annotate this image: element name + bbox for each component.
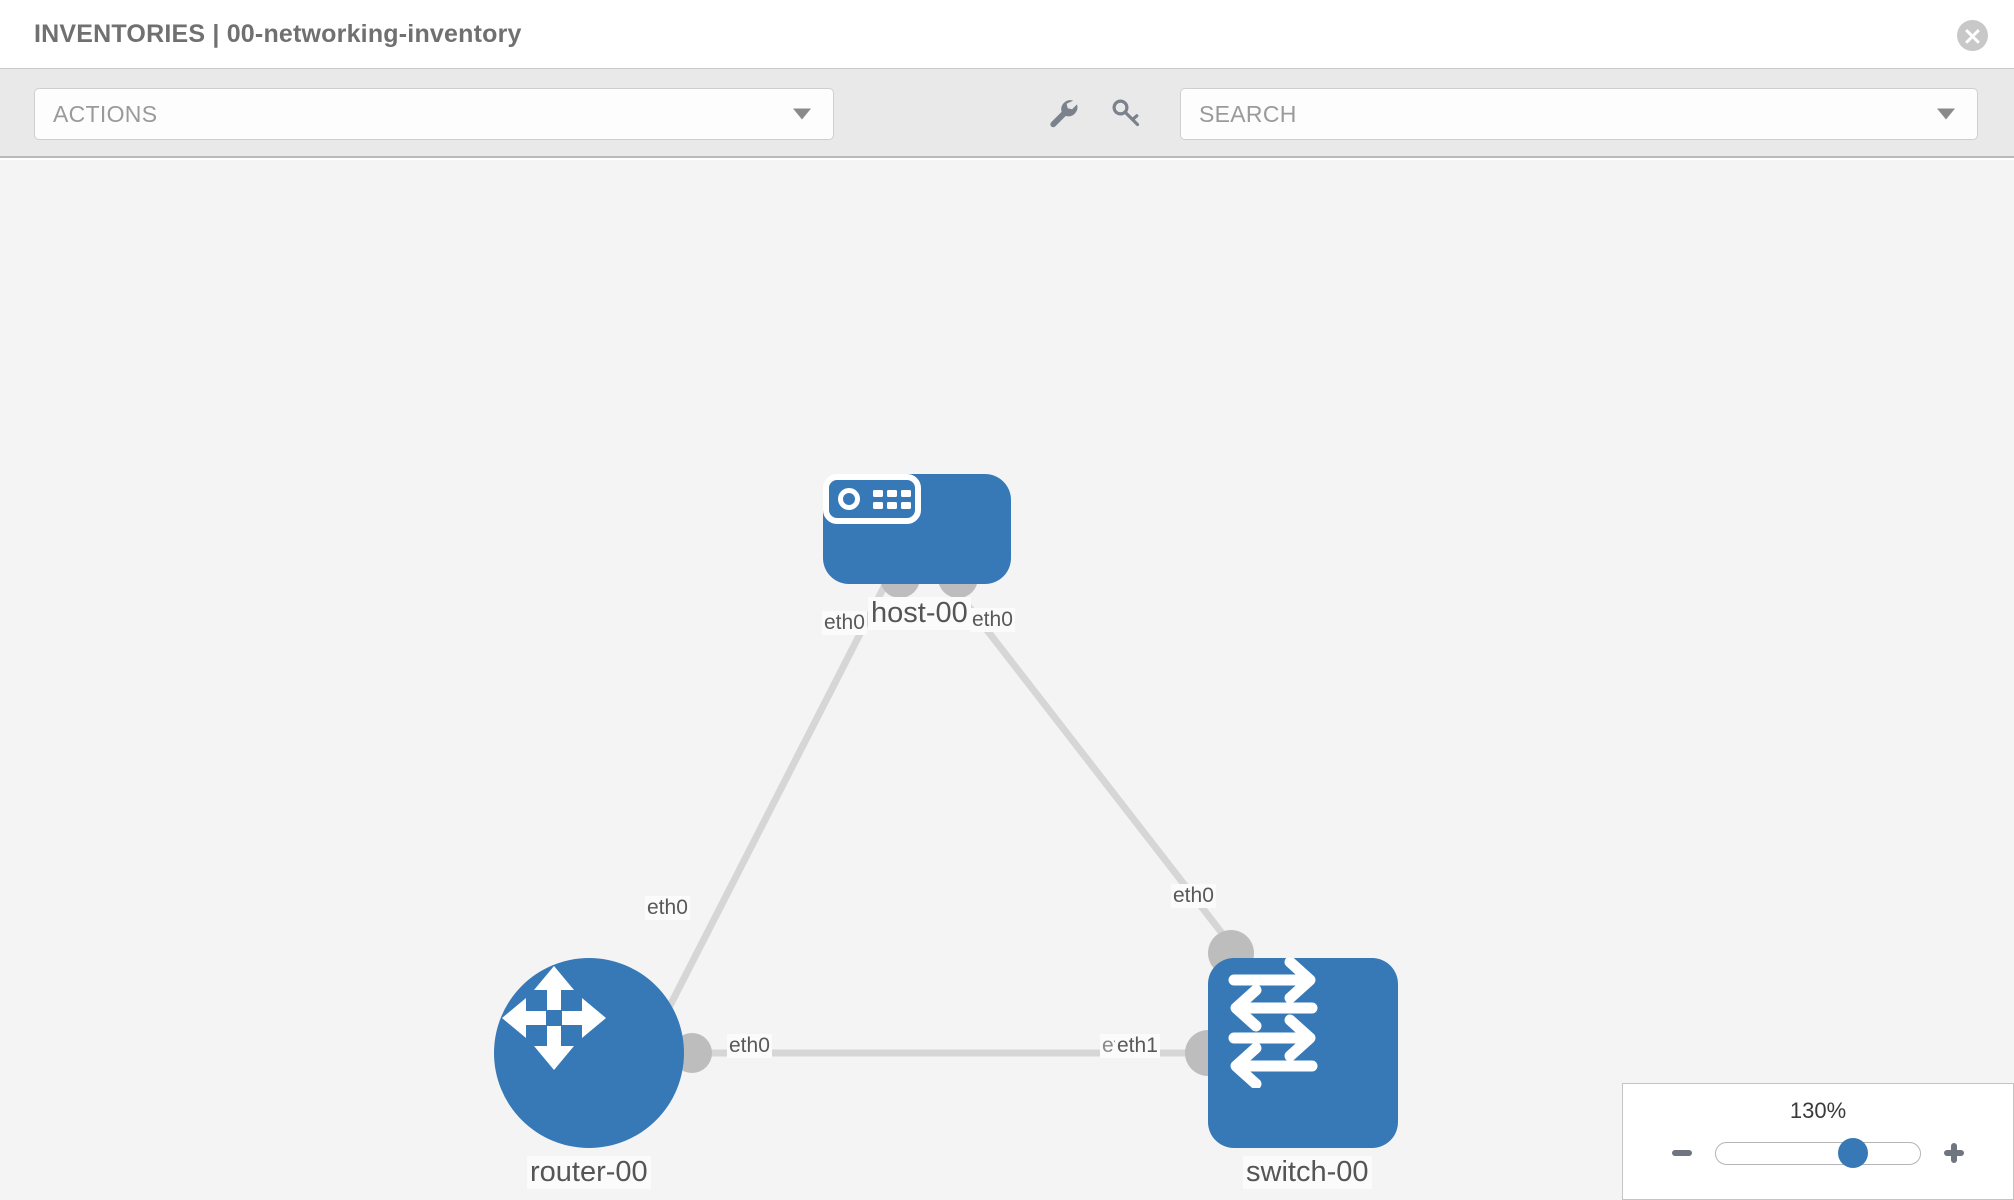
server-icon <box>823 474 921 524</box>
zoom-slider-row <box>1623 1136 2013 1170</box>
node-label-host-00: host-00 <box>868 597 971 631</box>
page-title: INVENTORIES | 00-networking-inventory <box>34 19 522 48</box>
node-host-00[interactable] <box>823 474 1011 584</box>
router-arrows-icon <box>502 966 606 1070</box>
minus-icon[interactable] <box>1665 1136 1699 1170</box>
edge-label-router-switch-to: eth1 <box>1115 1034 1160 1059</box>
node-label-router-00: router-00 <box>527 1156 651 1190</box>
topology-canvas[interactable]: host-00 router-00 switch-00 eth0 eth0 et… <box>0 160 2014 1200</box>
zoom-control-panel: 130% <box>1622 1083 2014 1200</box>
edge-label-router-switch-from: eth0 <box>727 1034 772 1059</box>
wrench-icon[interactable] <box>1042 92 1084 134</box>
search-input[interactable]: SEARCH <box>1180 88 1978 140</box>
search-placeholder: SEARCH <box>1199 100 1297 127</box>
actions-dropdown[interactable]: ACTIONS <box>34 88 834 140</box>
zoom-level-value: 130% <box>1789 1098 1847 1123</box>
key-icon[interactable] <box>1105 92 1147 134</box>
node-router-00[interactable] <box>494 958 684 1148</box>
close-icon[interactable] <box>1957 20 1988 51</box>
toolbar: ACTIONS SEARCH <box>0 68 2014 158</box>
node-label-switch-00: switch-00 <box>1243 1156 1372 1190</box>
chevron-down-icon <box>793 108 811 120</box>
zoom-slider-track[interactable] <box>1715 1138 1921 1168</box>
edge-label-host-switch-near: eth0 <box>970 608 1015 633</box>
switch-arrows-icon <box>1228 958 1318 1088</box>
plus-icon[interactable] <box>1937 1136 1971 1170</box>
edge-host-router <box>651 581 889 1039</box>
edge-label-switch-host: eth0 <box>1171 884 1216 909</box>
actions-dropdown-label: ACTIONS <box>53 100 158 127</box>
page-header: INVENTORIES | 00-networking-inventory <box>0 0 2014 68</box>
edge-label-host-router-near: eth0 <box>822 611 867 636</box>
node-switch-00[interactable] <box>1208 958 1398 1148</box>
edge-label-router-host: eth0 <box>645 896 690 921</box>
zoom-slider-thumb[interactable] <box>1837 1138 1868 1168</box>
topology-edges <box>651 581 1239 1057</box>
chevron-down-icon[interactable] <box>1937 108 1955 120</box>
